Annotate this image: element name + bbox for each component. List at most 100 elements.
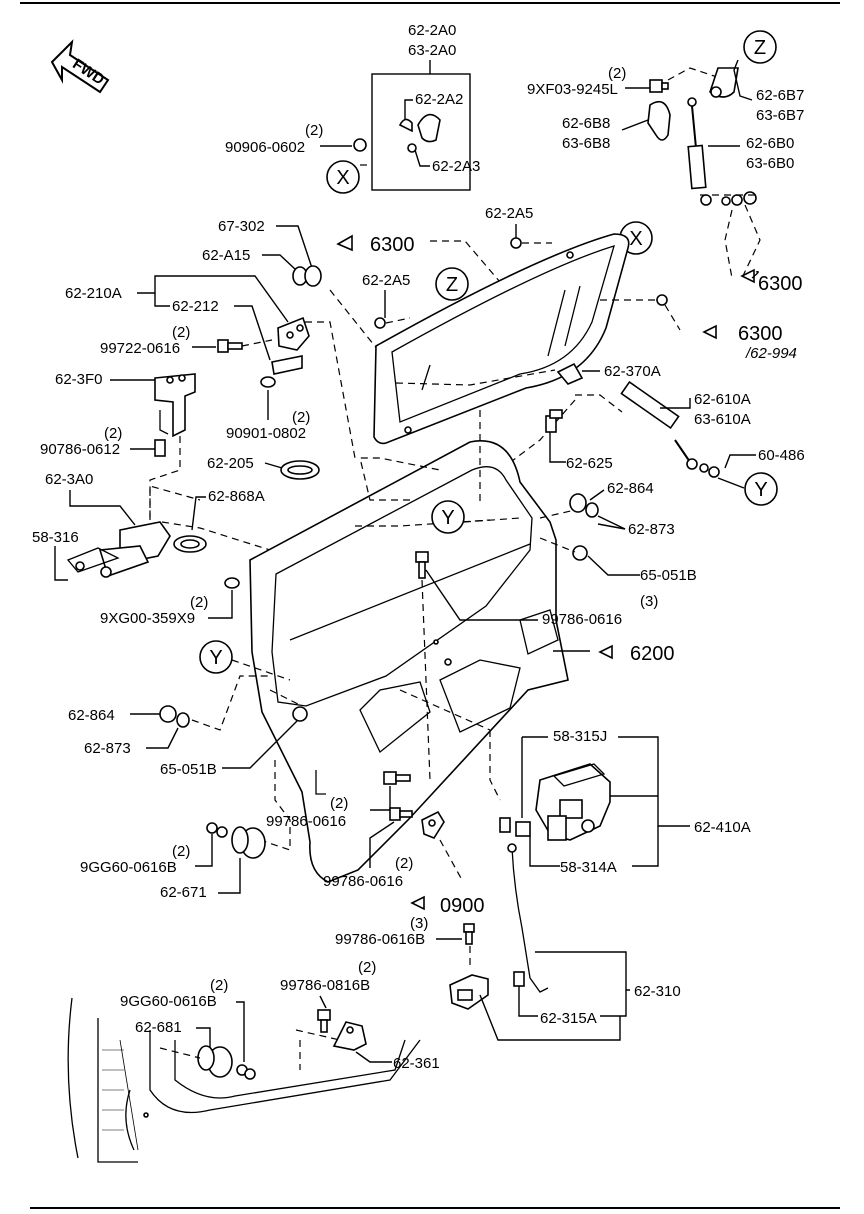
label-58-314A: 58-314A <box>560 859 617 876</box>
label-9XF03-9245L: 9XF03-9245L <box>527 81 618 98</box>
nut-icon-2 <box>374 317 386 329</box>
label-62-864-right: 62-864 <box>607 480 654 497</box>
bolt-icon-90786 <box>154 439 166 457</box>
label-99786-0616-top: 99786-0616 <box>542 611 622 628</box>
ref-arrow-6300-glass: 6300 /62-994 <box>702 323 797 362</box>
ref-circle-y-left <box>199 640 233 674</box>
label-90906-0602: 90906-0602 <box>225 139 305 156</box>
label-63-6B8: 63-6B8 <box>562 135 610 152</box>
fig-6200: 6200 <box>630 643 675 665</box>
clip-icon-65051B-right <box>572 545 588 561</box>
label-62-410A: 62-410A <box>694 819 751 836</box>
fwd-arrow-icon: FWD <box>50 39 110 94</box>
label-63-6B0: 63-6B0 <box>746 155 794 172</box>
label-62-6B7: 62-6B7 <box>756 87 804 104</box>
clip-icon <box>224 577 240 589</box>
fig-0900: 0900 <box>440 895 485 917</box>
hinge-group-box <box>371 73 471 191</box>
label-99786-0816B: 99786-0816B <box>280 977 370 994</box>
bolt-icon-99786-top <box>415 551 429 579</box>
ref-x-label: X <box>336 167 349 189</box>
label-62-2A3: 62-2A3 <box>432 158 480 175</box>
label-62-610A: 62-610A <box>694 391 751 408</box>
ref-arrow-6200: 6200 <box>553 643 675 665</box>
ref-x-right-label: X <box>629 228 642 250</box>
rubber-bumper-bottom-icon <box>197 1045 256 1080</box>
rear-window-glass <box>373 233 630 445</box>
label-63-6B7: 63-6B7 <box>756 107 804 124</box>
label-63-610A: 63-610A <box>694 411 751 428</box>
label-62-864-left: 62-864 <box>68 707 115 724</box>
ref-circle-y-right <box>744 472 778 506</box>
label-62-671: 62-671 <box>160 884 207 901</box>
qty-9GG60-bottom: (2) <box>210 977 228 994</box>
seal-icon <box>280 460 320 480</box>
latch-rod-icon <box>507 843 549 993</box>
hinge-bracket-icon <box>398 113 441 153</box>
glass-stopper-icon <box>556 362 584 385</box>
label-99786-0616-mid: 99786-0616 <box>266 813 346 830</box>
washer-bolt-icon <box>206 822 228 838</box>
qty-99786-mid: (2) <box>330 795 348 812</box>
clip-icon-65051B-left <box>292 706 308 722</box>
body-outline <box>67 997 421 1163</box>
qty-9GG60-top: (2) <box>172 843 190 860</box>
strut-bracket-lower-icon <box>647 100 671 141</box>
ref-y-door-label: Y <box>441 507 454 529</box>
label-62-2A5-top: 62-2A5 <box>485 205 533 222</box>
fig-6300-glass: 6300 <box>738 323 783 345</box>
label-62-361: 62-361 <box>393 1055 440 1072</box>
label-62-3F0: 62-3F0 <box>55 371 103 388</box>
gas-strut-upper-icon <box>687 97 707 190</box>
label-62-370A: 62-370A <box>604 363 661 380</box>
ref-circle-z-mid <box>435 267 469 301</box>
bolt-icon <box>649 79 669 93</box>
label-62-873-left: 62-873 <box>84 740 131 757</box>
bolt-icon-99722 <box>217 339 243 353</box>
ref-circle-x-top <box>326 160 360 194</box>
bolt-icon-0816B <box>317 1009 331 1033</box>
label-65-051B-left: 65-051B <box>160 761 217 778</box>
fig-6300-top: 6300 <box>370 234 415 256</box>
label-90901-0802: 90901-0802 <box>226 425 306 442</box>
strut-bracket-icon <box>709 67 739 98</box>
label-9GG60-0616B-bottom: 9GG60-0616B <box>120 993 217 1010</box>
label-62-868A: 62-868A <box>208 488 265 505</box>
liftgate-panel <box>249 440 569 883</box>
ref-z-label: Z <box>754 37 766 59</box>
latch-assembly-icon <box>535 763 611 841</box>
glass-clip-icon <box>656 294 668 306</box>
label-90786-0612: 90786-0612 <box>40 441 120 458</box>
qty-9XG00: (2) <box>190 594 208 611</box>
label-62-2A2: 62-2A2 <box>415 91 463 108</box>
bolt-icon-99786-mid <box>383 771 411 785</box>
clip-icon-58-314A <box>515 821 531 837</box>
label-99786-0616B: 99786-0616B <box>335 931 425 948</box>
qty-99786-0816B: (2) <box>358 959 376 976</box>
label-62-210A: 62-210A <box>65 285 122 302</box>
bump-stop-icon-right <box>569 493 599 518</box>
qty-99786B: (3) <box>410 915 428 932</box>
qty-90901: (2) <box>292 409 310 426</box>
latch-actuator-icon <box>66 521 171 578</box>
label-62-6B0: 62-6B0 <box>746 135 794 152</box>
buffer-icon <box>545 409 563 433</box>
label-62-A15: 62-A15 <box>202 247 250 264</box>
label-63-2A0: 63-2A0 <box>408 42 456 59</box>
lock-bracket-icon <box>154 373 196 438</box>
rubber-bumper-icon <box>231 826 266 859</box>
label-58-316: 58-316 <box>32 529 79 546</box>
qty-90906: (2) <box>305 122 323 139</box>
label-62-315A: 62-315A <box>540 1010 597 1027</box>
bolt-icon-99786-low <box>389 807 413 821</box>
ref-circle-z-top <box>743 30 777 64</box>
label-62-6B8: 62-6B8 <box>562 115 610 132</box>
ref-y-right-label: Y <box>754 479 767 501</box>
label-62-873-right: 62-873 <box>628 521 675 538</box>
ref-circle-y-door <box>431 500 465 534</box>
striker-icon <box>421 810 445 839</box>
label-62-681: 62-681 <box>135 1019 182 1036</box>
clip-icon-62-315A <box>513 971 525 987</box>
bumper-pad-icon <box>173 535 207 553</box>
ref-arrow-0900: 0900 <box>410 895 485 917</box>
